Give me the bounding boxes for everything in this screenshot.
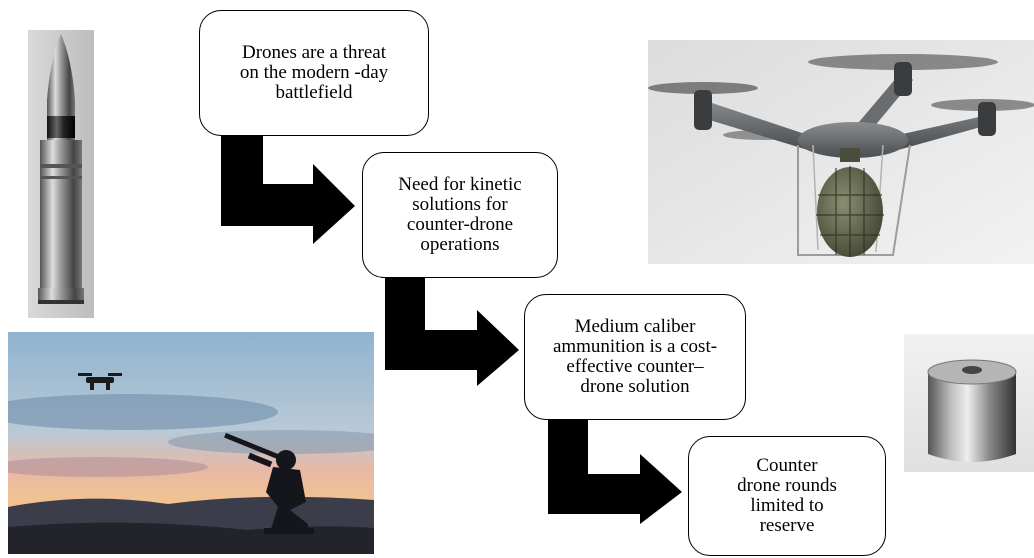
- cartridge-round-image: [28, 30, 94, 318]
- flow-step-3-text: Medium caliber ammunition is a cost- eff…: [552, 316, 718, 397]
- drone-with-grenade-image: [648, 40, 1034, 264]
- flow-step-3-box: Medium caliber ammunition is a cost- eff…: [524, 294, 746, 420]
- flow-step-1-box: Drones are a threat on the modern -day b…: [199, 10, 429, 136]
- arrow-step3-to-step4: [548, 418, 682, 524]
- flow-step-4-text: Counter drone rounds limited to reserve: [737, 455, 837, 536]
- flow-step-4-box: Counter drone rounds limited to reserve: [688, 436, 886, 556]
- soldier-aiming-at-drone-sunset-image: [8, 332, 374, 554]
- flow-step-1-text: Drones are a threat on the modern -day b…: [239, 42, 389, 103]
- flow-step-2-box: Need for kinetic solutions for counter-d…: [362, 152, 558, 278]
- flow-step-2-text: Need for kinetic solutions for counter-d…: [398, 174, 522, 255]
- arrow-step2-to-step3: [385, 276, 519, 386]
- arrow-step1-to-step2: [221, 134, 355, 244]
- metal-cylinder-slug-image: [904, 334, 1034, 472]
